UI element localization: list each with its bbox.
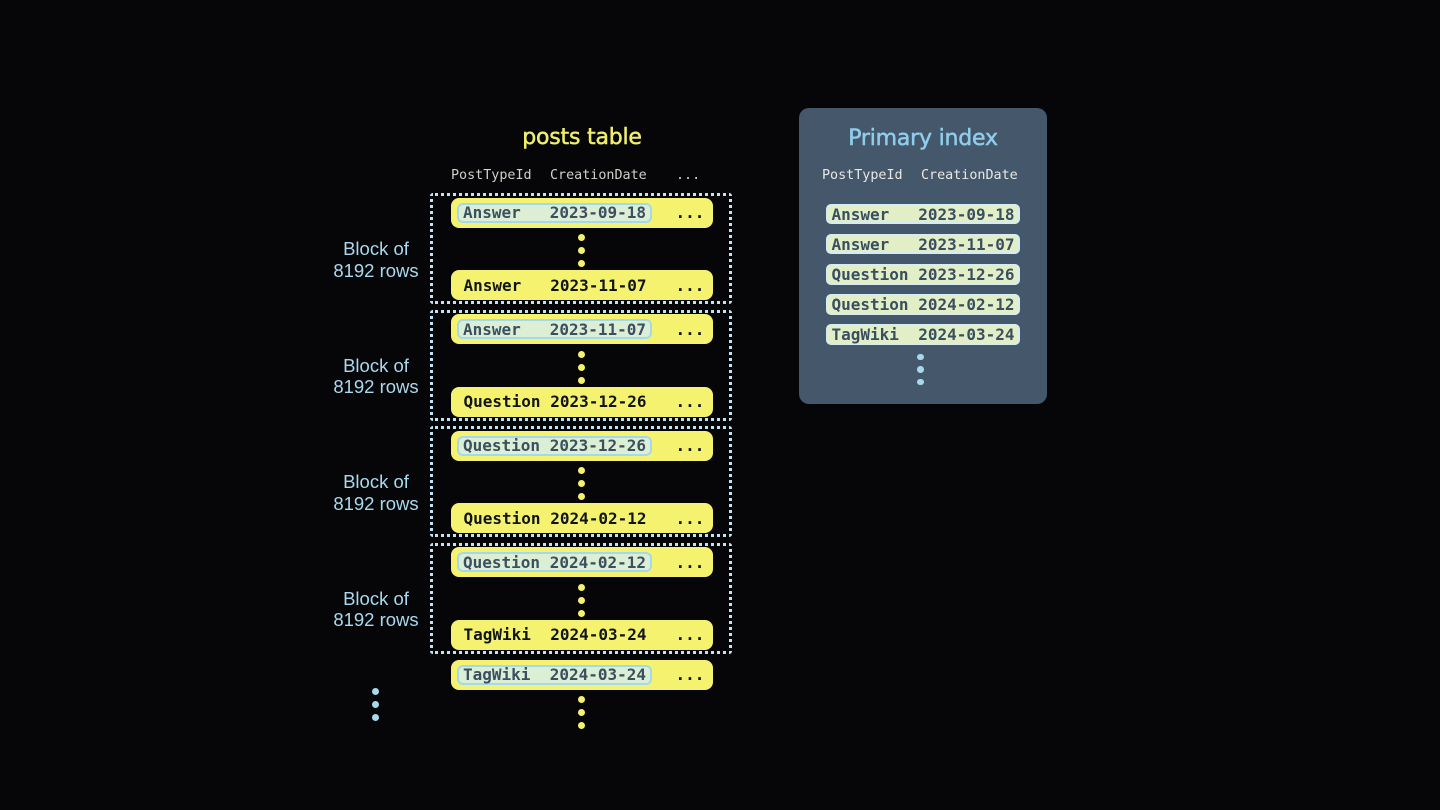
block-box-3 <box>430 426 732 537</box>
block-label-4: Block of 8192 rows <box>333 587 419 631</box>
column-header-creationdate: CreationDate <box>921 167 1018 183</box>
row-ellipsis: ... <box>675 203 705 222</box>
row-ellipsis: ... <box>675 319 705 339</box>
rows-vertical-ellipsis <box>578 234 585 267</box>
row-ellipsis: ... <box>675 275 705 295</box>
blocks-vertical-ellipsis <box>372 688 379 721</box>
rows-vertical-ellipsis <box>578 350 585 384</box>
row-ellipsis: ... <box>675 508 705 528</box>
block-box-2 <box>430 309 732 421</box>
row-ellipsis: ... <box>675 625 705 644</box>
row-ellipsis: ... <box>675 436 705 455</box>
primary-index-panel: Primary index PostTypeId CreationDate An… <box>799 108 1047 404</box>
row-ellipsis: ... <box>675 665 705 684</box>
block-box-1 <box>430 193 732 304</box>
rows-vertical-ellipsis <box>578 695 585 729</box>
rows-vertical-ellipsis <box>578 467 585 500</box>
column-header-posttypeid: PostTypeId <box>451 168 532 183</box>
block-label-2: Block of 8192 rows <box>333 354 419 398</box>
row-ellipsis: ... <box>675 392 705 411</box>
column-header-posttypeid: PostTypeId <box>822 167 903 183</box>
block-label-1: Block of 8192 rows <box>333 238 419 281</box>
column-header-more: ... <box>676 168 701 183</box>
block-box-4 <box>430 542 732 654</box>
index-vertical-ellipsis <box>917 353 924 385</box>
primary-index-title: Primary index <box>848 126 998 152</box>
row-ellipsis: ... <box>675 552 705 572</box>
posts-table-title: posts table <box>522 125 642 151</box>
block-label-3: Block of 8192 rows <box>333 471 419 514</box>
column-header-creationdate: CreationDate <box>550 168 647 183</box>
rows-vertical-ellipsis <box>578 583 585 617</box>
